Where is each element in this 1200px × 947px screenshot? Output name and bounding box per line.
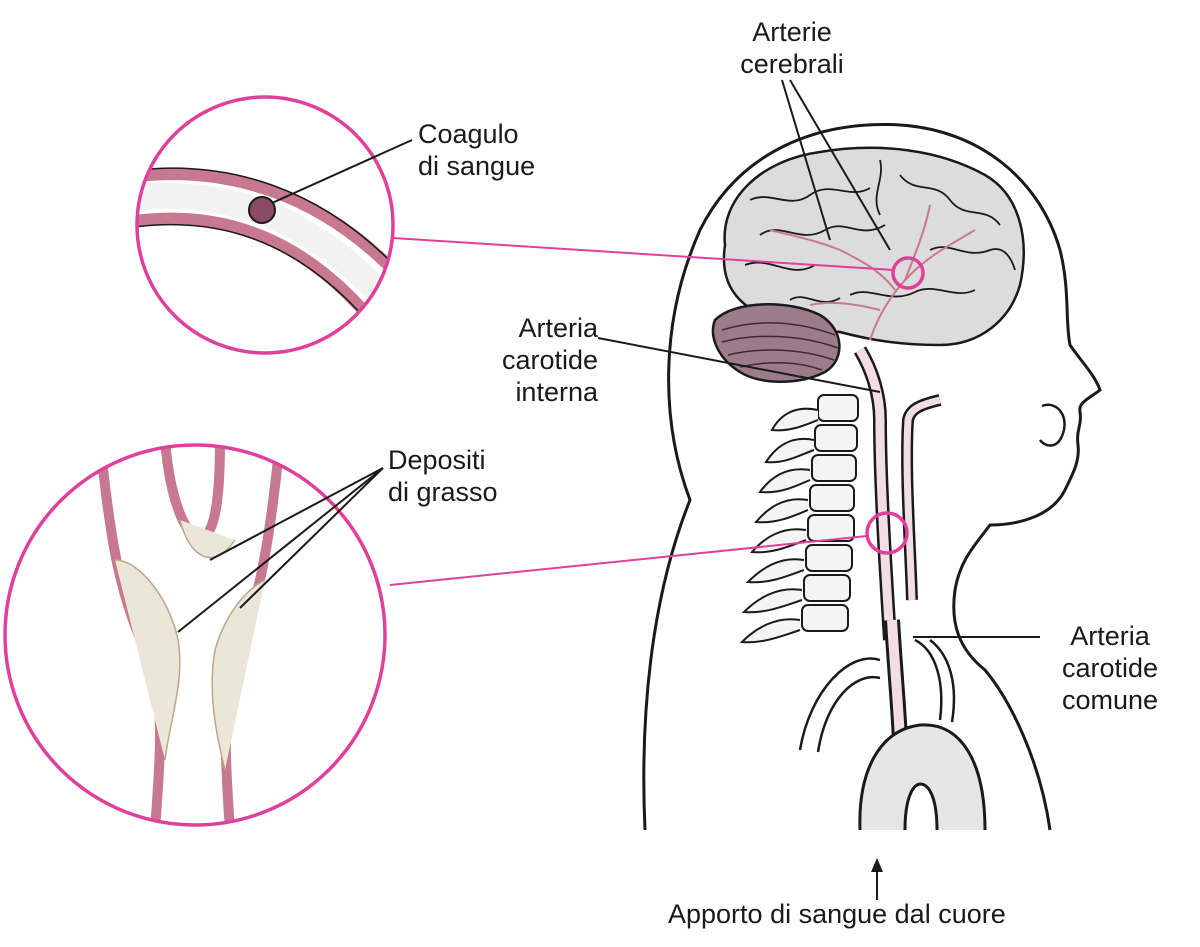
- clot-leader: [271, 139, 413, 204]
- deposit-connector: [389, 535, 868, 586]
- deposit-leaders: [177, 467, 384, 633]
- clot-magnifier: [135, 95, 395, 355]
- label-apporto: Apporto di sangue dal cuore: [668, 899, 1006, 929]
- cerebral-arteries: [769, 204, 976, 341]
- label-carotide-comune: Arteria carotide comune: [1061, 621, 1159, 715]
- spine: [739, 394, 859, 644]
- deposit-magnifier: [3, 443, 387, 827]
- deposit-detail: [95, 445, 285, 825]
- clot-connector: [392, 237, 894, 271]
- common-carotid: [884, 619, 908, 741]
- aortic-arch-inner: [903, 782, 939, 831]
- head-outline: [642, 122, 1102, 831]
- label-carotide-interna: Arteria carotide interna: [501, 313, 598, 407]
- clot-detail: [137, 167, 393, 337]
- aortic-vessels: [798, 638, 956, 753]
- up-arrow-icon: [871, 858, 883, 900]
- brain-folds: [744, 159, 1016, 303]
- ear-outline: [1038, 403, 1066, 447]
- clot-location-marker: [891, 256, 925, 290]
- deposit-location-marker: [865, 511, 909, 555]
- cerebellum-folds: [721, 322, 839, 371]
- label-depositi: Depositi di grasso: [388, 445, 498, 507]
- aortic-arch: [858, 723, 987, 831]
- label-coagulo: Coagulo di sangue: [418, 119, 536, 181]
- arterie-leaders: [781, 79, 891, 251]
- external-carotid: [901, 394, 942, 601]
- blood-clot: [248, 196, 276, 224]
- label-arterie-cerebrali: Arterie cerebrali: [740, 17, 844, 79]
- internal-carotid: [853, 346, 897, 641]
- carotide-interna-leader: [597, 337, 881, 393]
